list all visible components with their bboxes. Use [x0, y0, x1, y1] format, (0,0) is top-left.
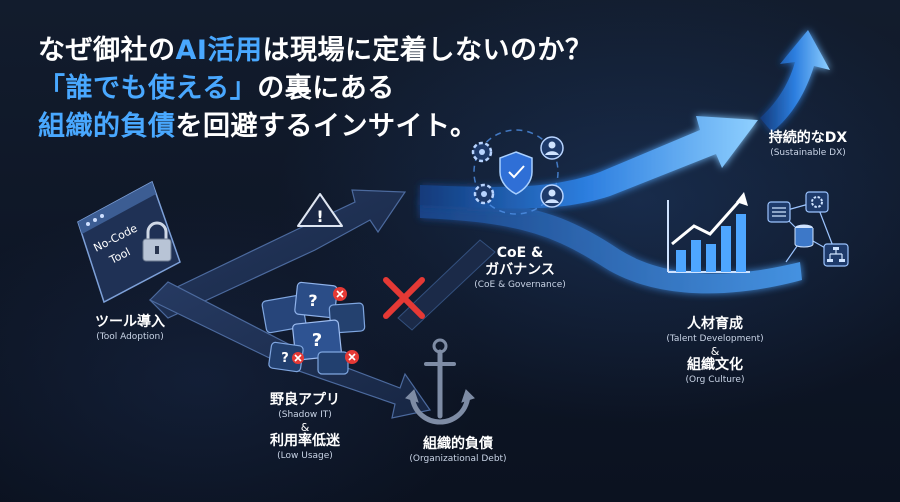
label-en: (Tool Adoption): [96, 332, 164, 342]
label-en: (Shadow IT): [278, 410, 332, 420]
anchor-icon: [405, 338, 475, 425]
label-en: (Org Culture): [685, 375, 745, 385]
label-talent-culture: 人材育成 (Talent Development) & 組織文化 (Org Cu…: [640, 316, 790, 387]
growth-chart-icon: [667, 192, 750, 273]
label-en: (Talent Development): [666, 334, 764, 344]
label-jp: 組織文化: [687, 357, 743, 373]
label-jp: CoE &: [496, 245, 544, 261]
gear-icon: [471, 141, 493, 163]
label-jp: 人材育成: [687, 316, 743, 332]
user-icon: [540, 184, 564, 208]
label-jp: 組織的負債: [423, 436, 493, 452]
settings-icon: [805, 191, 829, 213]
no-code-tool-card: No-Code Tool: [77, 180, 181, 304]
shadow-it-cards: ? ? ?: [261, 281, 366, 375]
warning-mark: !: [316, 207, 323, 226]
label-jp: ガバナンス: [485, 262, 555, 278]
headline-line-1: なぜ御社のAI活用は現場に定着しないのか？: [38, 34, 592, 68]
label-jp: 持続的なDX: [768, 130, 848, 146]
label-en: (Organizational Debt): [409, 454, 507, 464]
headline-highlight: 組織的負債: [38, 111, 176, 142]
label-coe-governance: CoE & ガバナンス (CoE & Governance): [455, 245, 585, 292]
path-to-talent: [420, 200, 802, 294]
label-tool-adoption: ツール導入 (Tool Adoption): [70, 314, 190, 344]
blocked-x-icon: [383, 277, 425, 319]
headline-highlight: 「誰でも使える」: [38, 73, 258, 104]
headline-text: は現場に定着しないのか？: [262, 35, 593, 66]
shadow-card-mark: ?: [308, 291, 317, 310]
database-icon: [794, 224, 814, 248]
dx-arrow: [760, 30, 830, 132]
label-jp: 利用率低迷: [270, 433, 340, 449]
label-en: (Low Usage): [277, 451, 333, 461]
gear-icon: [473, 183, 495, 205]
list-icon: [767, 201, 791, 223]
headline-line-2: 「誰でも使える」の裏にある: [38, 72, 395, 106]
headline-text: を回避するインサイト。: [175, 111, 478, 142]
label-jp: ツール導入: [95, 314, 165, 330]
headline-highlight: AI活用: [175, 35, 263, 66]
label-sustainable-dx: 持続的なDX (Sustainable DX): [748, 130, 868, 160]
lock-icon: [142, 221, 172, 262]
headline-text: の裏にある: [257, 73, 395, 104]
label-amp: &: [300, 421, 310, 434]
headline-text: なぜ御社の: [38, 35, 176, 66]
shadow-card-mark: ?: [312, 330, 322, 351]
label-en: (Sustainable DX): [770, 148, 846, 158]
path-debt-to-coe: [397, 239, 496, 331]
warning-icon: !: [297, 193, 343, 227]
path-to-dx: [420, 116, 758, 209]
label-amp: &: [710, 345, 720, 358]
label-shadow-it: 野良アプリ (Shadow IT) & 利用率低迷 (Low Usage): [250, 392, 360, 463]
headline-line-3: 組織的負債を回避するインサイト。: [38, 110, 477, 144]
user-icon: [540, 136, 564, 160]
label-en: (CoE & Governance): [474, 280, 566, 290]
org-chart-icon: [823, 243, 849, 267]
label-jp: 野良アプリ: [270, 392, 340, 408]
label-org-debt: 組織的負債 (Organizational Debt): [388, 436, 528, 466]
coe-hub-icon: [473, 129, 559, 215]
shadow-card-mark: ?: [281, 351, 289, 366]
